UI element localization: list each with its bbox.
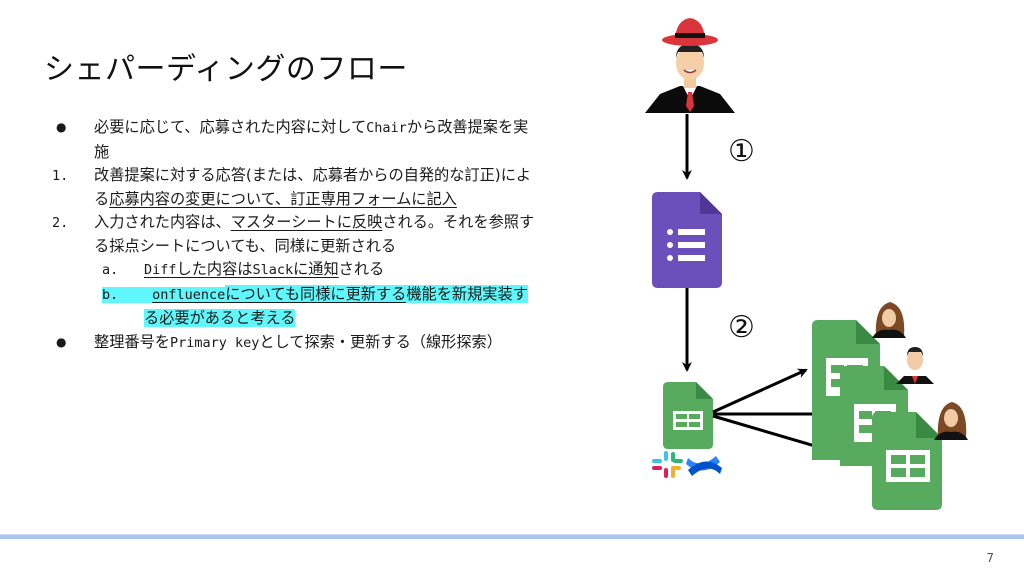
reviewer-woman-icon	[872, 302, 906, 338]
person-red-hat-icon	[645, 18, 735, 113]
google-sheets-icon	[663, 382, 713, 449]
list-item: 1. 改善提案に対する応答(または、応募者からの自発的な訂正)による応募内容の変更…	[52, 164, 542, 211]
list-item-text: Diffした内容はSlackに通知される	[144, 260, 385, 278]
list-item: ● 必要に応じて、応募された内容に対してChairから改善提案を実施	[52, 116, 542, 164]
list-item-text: 整理番号をPrimary keyとして探索・更新する（線形探索）	[94, 332, 502, 351]
list-item: ● 整理番号をPrimary keyとして探索・更新する（線形探索）	[52, 331, 542, 356]
step-2-label: ②	[728, 310, 755, 345]
page-number: 7	[986, 551, 994, 565]
list-item: a. Diffした内容はSlackに通知される	[52, 258, 542, 283]
list-marker: 2.	[52, 215, 69, 231]
list-item-text: 改善提案に対する応答(または、応募者からの自発的な訂正)による応募内容の変更につ…	[94, 166, 532, 208]
list-item: b.Confluenceについても同様に更新する機能を新規実装する必要があると考…	[52, 283, 542, 331]
scoring-sheet-3	[872, 412, 942, 510]
reviewer-woman-icon	[934, 402, 968, 440]
list-marker: b.	[102, 283, 153, 308]
bullet-icon: ●	[56, 120, 67, 134]
step-1-label: ①	[728, 134, 755, 169]
list-marker: 1.	[52, 168, 69, 184]
arrow-master-to-sheet-1	[712, 368, 808, 414]
reviewer-man-icon	[896, 347, 934, 384]
slide-title: シェパーディングのフロー	[44, 52, 408, 87]
footer-divider	[0, 534, 1024, 539]
list-item-text: 入力された内容は、マスターシートに反映される。それを参照する採点シートについても…	[94, 213, 535, 255]
list-item-text: 必要に応じて、応募された内容に対してChairから改善提案を実施	[94, 118, 529, 161]
slack-icon	[652, 451, 683, 478]
confluence-icon	[686, 456, 722, 476]
bullet-list: ● 必要に応じて、応募された内容に対してChairから改善提案を実施 1. 改善提案に…	[52, 116, 542, 355]
list-item: 2. 入力された内容は、マスターシートに反映される。それを参照する採点シートについ…	[52, 211, 542, 258]
bullet-icon: ●	[56, 334, 67, 349]
google-forms-icon	[652, 192, 722, 288]
list-marker: a.	[102, 262, 119, 278]
